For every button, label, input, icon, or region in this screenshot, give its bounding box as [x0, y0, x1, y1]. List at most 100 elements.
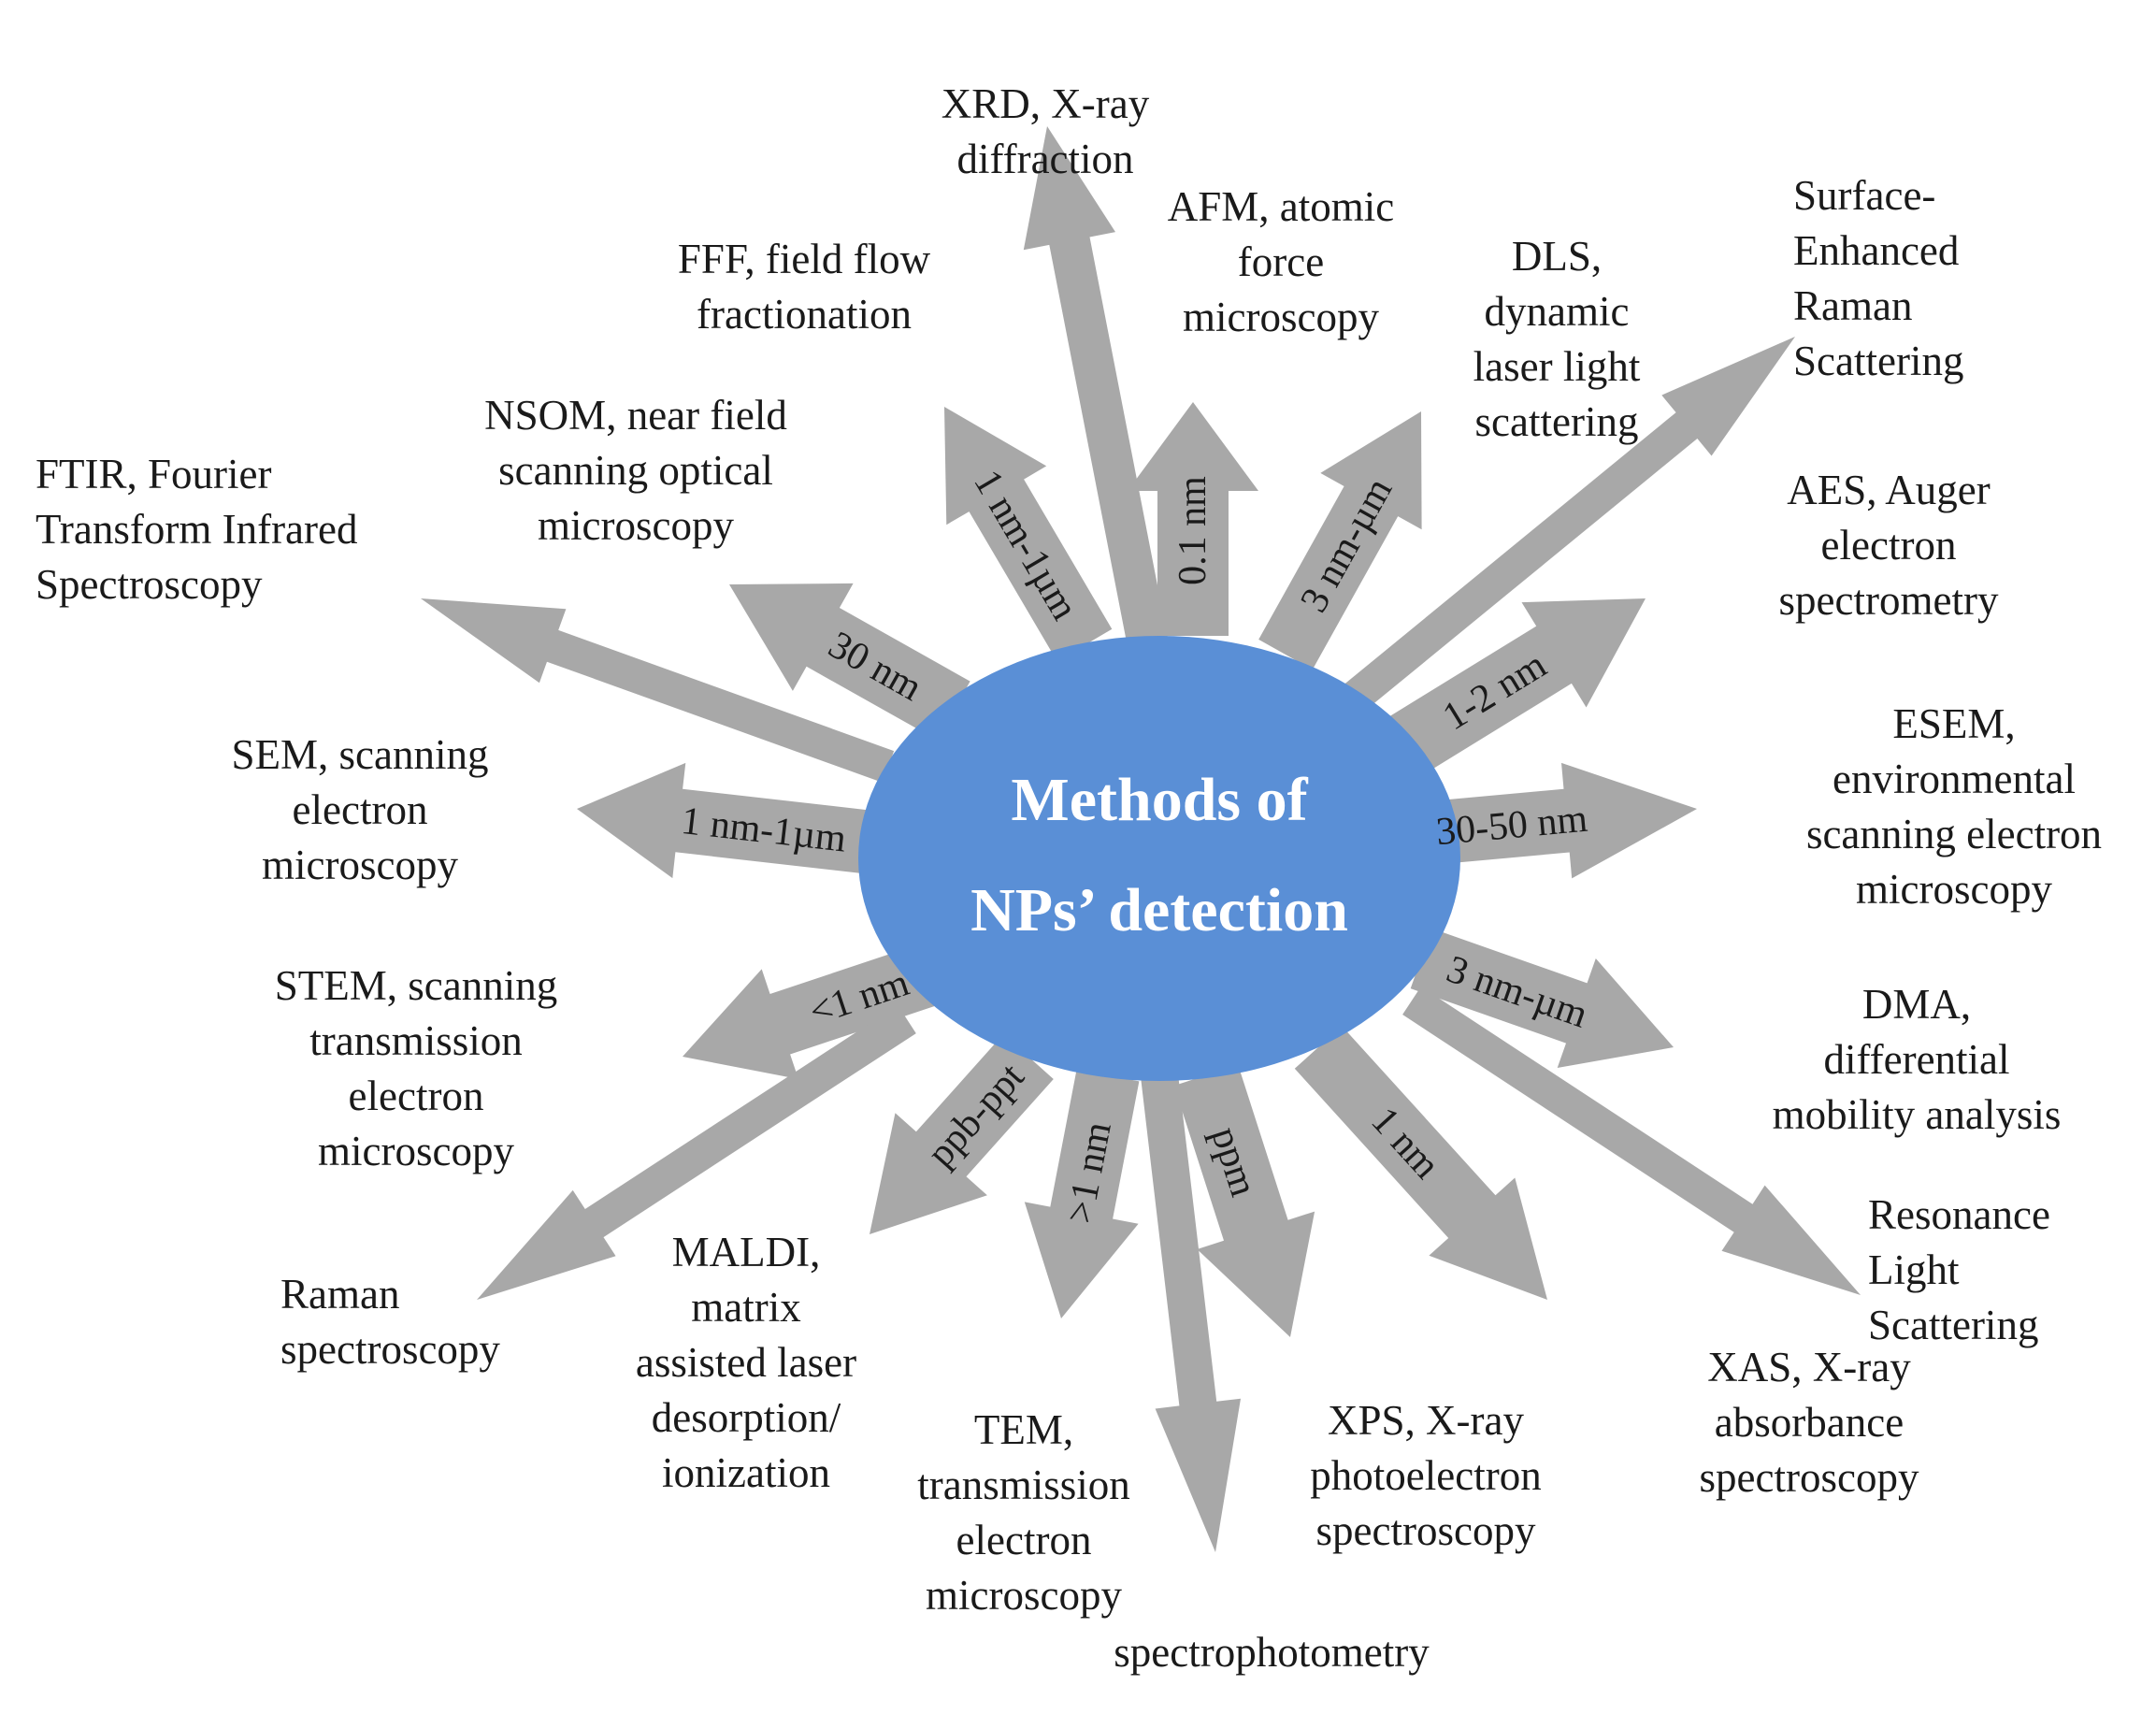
aes-label-line: electron	[1820, 522, 1957, 569]
tem-arrow	[1024, 1069, 1140, 1318]
sem-method-label: SEM, scanning electron microscopy	[201, 727, 519, 893]
aes-method-label: AES, Auger electron spectrometry	[1739, 463, 2038, 628]
dma-label-line: DMA,	[1861, 981, 1972, 1028]
raman-method-label: Raman spectroscopy	[280, 1267, 580, 1377]
nsom-label-line: scanning optical	[498, 447, 773, 494]
tem-label-line: transmission	[917, 1462, 1130, 1508]
ftir-label-line: Transform Infrared	[36, 506, 358, 553]
maldi-label-line: desorption/	[651, 1394, 841, 1441]
tem-label-line: TEM,	[973, 1406, 1074, 1453]
dls-arrow	[1258, 411, 1422, 670]
xps-label-line: photoelectron	[1310, 1452, 1542, 1499]
aes-label-line: spectrometry	[1778, 577, 1999, 624]
dls-method-label: DLS, dynamic laser light scattering	[1435, 229, 1678, 450]
tem-method-label: TEM, transmission electron microscopy	[870, 1403, 1178, 1623]
stem-label-line: transmission	[309, 1017, 523, 1064]
xas-method-label: XAS, X-ray absorbance spectroscopy	[1631, 1340, 1987, 1505]
aes-label-line: AES, Auger	[1787, 467, 1991, 513]
raman-label-line: Raman	[280, 1271, 400, 1318]
sers-label-line: Enhanced	[1793, 227, 1960, 274]
sers-label-line: Scattering	[1793, 338, 1964, 384]
rls-label-line: Scattering	[1868, 1302, 2039, 1348]
xrd-method-label: XRD, X-ray diffraction	[905, 77, 1186, 187]
maldi-label-line: matrix	[691, 1284, 801, 1331]
spectro-label-line: spectrophotometry	[1114, 1629, 1430, 1676]
rls-arrow	[1402, 987, 1861, 1295]
dma-arrow	[1410, 928, 1674, 1068]
nsom-label-line: NSOM, near field	[484, 392, 787, 439]
stem-method-label: STEM, scanning transmission electron micros…	[229, 958, 603, 1179]
ftir-label-line: Spectroscopy	[36, 561, 263, 608]
tem-label-line: microscopy	[926, 1572, 1122, 1619]
fff-label-line: FFF, field flow	[677, 236, 931, 282]
fff-method-label: FFF, field flow fractionation	[617, 232, 991, 342]
sers-label-line: Surface-	[1793, 172, 1936, 219]
rls-label-line: Light	[1868, 1246, 1960, 1293]
xps-label-line: XPS, X-ray	[1328, 1397, 1524, 1444]
stem-label-line: microscopy	[318, 1128, 514, 1174]
afm-arrow	[1128, 402, 1258, 636]
sem-label-line: electron	[292, 786, 428, 833]
xas-arrow	[1294, 1026, 1547, 1300]
esem-method-label: ESEM, environmental scanning electron micro…	[1767, 697, 2141, 917]
xrd-label-line: diffraction	[956, 136, 1134, 182]
sem-label-line: SEM, scanning	[231, 731, 489, 778]
dma-method-label: DMA, differential mobility analysis	[1730, 977, 2104, 1143]
center-title-line-1: Methods of	[1011, 766, 1308, 834]
afm-label-line: AFM, atomic	[1167, 183, 1395, 230]
esem-label-line: scanning electron	[1805, 811, 2103, 857]
dls-label-line: dynamic	[1484, 288, 1630, 335]
center-title-line-2: NPs’ detection	[970, 876, 1348, 944]
stem-label-line: STEM, scanning	[274, 962, 558, 1009]
center-title: Methods of NPs’ detection	[860, 757, 1459, 954]
afm-label-line: force	[1237, 238, 1325, 285]
sers-label-line: Raman	[1793, 282, 1913, 329]
rls-label-line: Resonance	[1868, 1191, 2050, 1238]
sem-arrow	[577, 762, 892, 879]
dls-label-line: DLS,	[1511, 233, 1603, 280]
xas-label-line: spectroscopy	[1699, 1454, 1919, 1501]
esem-arrow	[1436, 762, 1697, 879]
ftir-arrow	[421, 598, 895, 783]
fff-label-line: fractionation	[697, 291, 912, 338]
esem-label-line: ESEM,	[1892, 700, 2016, 747]
xps-label-line: spectroscopy	[1315, 1507, 1536, 1554]
xrd-label-line: XRD, X-ray	[941, 80, 1150, 127]
stem-label-line: electron	[348, 1073, 484, 1119]
fff-arrow	[944, 407, 1113, 662]
xps-method-label: XPS, X-ray photoelectron spectroscopy	[1258, 1393, 1594, 1559]
dls-label-line: scattering	[1474, 398, 1639, 445]
xas-label-line: XAS, X-ray	[1707, 1344, 1911, 1390]
raman-label-line: spectroscopy	[280, 1326, 500, 1373]
xas-label-line: absorbance	[1714, 1399, 1904, 1446]
nsom-arrow	[729, 583, 970, 741]
center-ellipse	[858, 636, 1460, 1081]
xrd-arrow	[1023, 126, 1171, 659]
sers-arrow	[1344, 337, 1795, 710]
aes-arrow	[1385, 598, 1646, 777]
raman-arrow	[477, 1004, 916, 1300]
dls-label-line: laser light	[1473, 343, 1641, 390]
afm-label-line: microscopy	[1183, 294, 1379, 340]
esem-label-line: environmental	[1833, 756, 2076, 802]
tem-label-line: electron	[956, 1517, 1092, 1563]
dma-label-line: mobility analysis	[1772, 1091, 2062, 1138]
maldi-label-line: assisted laser	[635, 1339, 857, 1386]
spectro-method-label: spectrophotometry	[1061, 1625, 1482, 1680]
ftir-label-line: FTIR, Fourier	[36, 451, 272, 497]
esem-label-line: microscopy	[1856, 866, 2052, 913]
dma-label-line: differential	[1823, 1036, 2010, 1083]
sem-label-line: microscopy	[262, 842, 458, 888]
nsom-label-line: microscopy	[538, 502, 734, 549]
stem-arrow	[683, 942, 945, 1079]
maldi-label-line: ionization	[662, 1449, 830, 1496]
xps-arrow	[1173, 1065, 1315, 1337]
maldi-arrow	[870, 1034, 1054, 1234]
arrows-layer	[421, 126, 1861, 1552]
